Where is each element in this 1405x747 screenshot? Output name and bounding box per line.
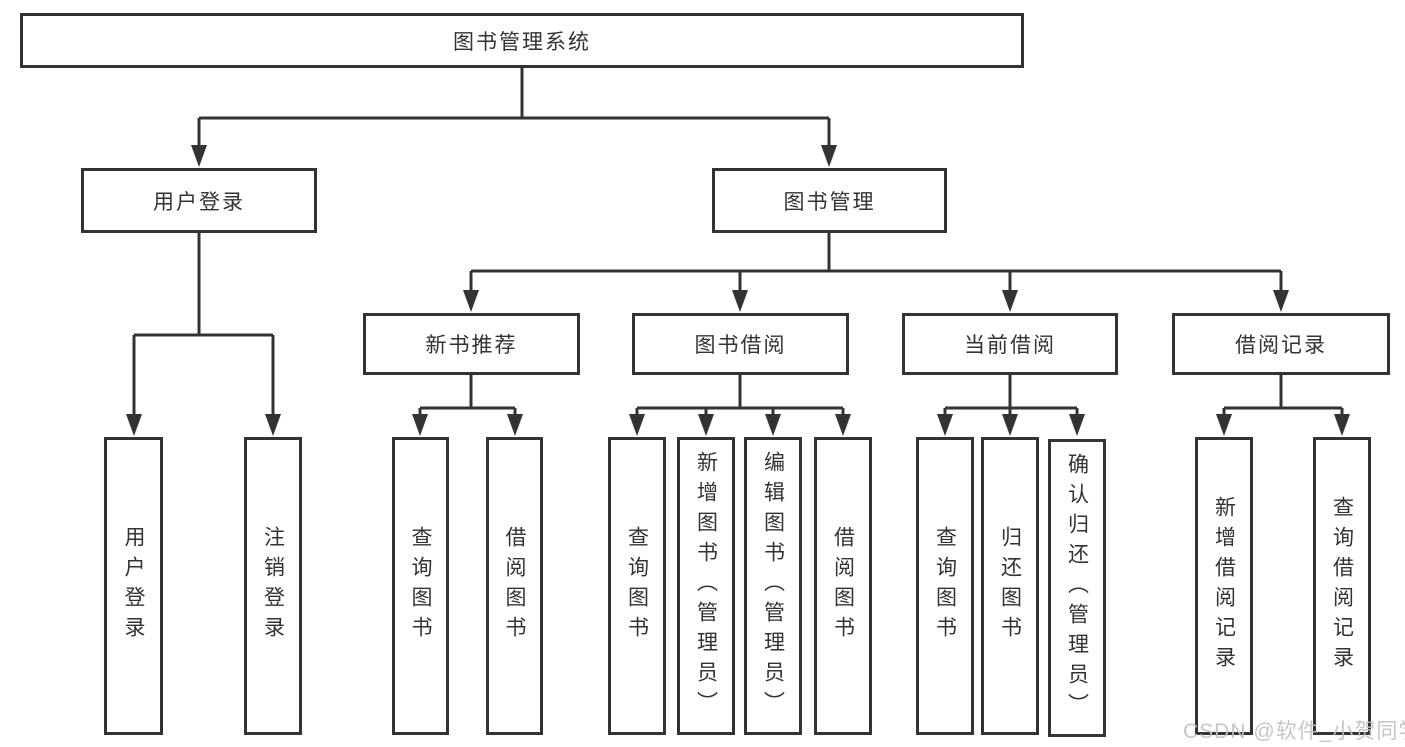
leaf-label: 查询图书 [625,526,649,646]
leaf-label: 新增借阅记录 [1212,496,1236,676]
leaf-logout: 注销登录 [244,437,302,735]
node-book-borrow: 图书借阅 [632,313,849,375]
leaf-label: 查询图书 [933,526,957,646]
node-new-book-recommend: 新书推荐 [363,313,580,375]
node-borrow-records: 借阅记录 [1172,313,1390,375]
leaf-label: 借阅图书 [503,526,527,646]
leaf-label: 借阅图书 [831,526,855,646]
leaf-add-book-admin: 新增图书（管理员） [677,437,735,735]
leaf-label: 确认归还（管理员） [1065,453,1089,723]
leaf-add-borrow-record: 新增借阅记录 [1195,437,1253,735]
leaf-label: 编辑图书（管理员） [761,451,785,721]
leaf-label: 注销登录 [261,526,285,646]
leaf-query-books-newbook: 查询图书 [392,437,449,735]
leaf-query-books-borrow: 查询图书 [608,437,666,735]
leaf-confirm-return-admin: 确认归还（管理员） [1048,439,1106,737]
leaf-borrow-books-newbook: 借阅图书 [486,437,543,735]
node-current-borrow: 当前借阅 [902,313,1118,375]
leaf-label: 归还图书 [998,526,1022,646]
leaf-edit-book-admin: 编辑图书（管理员） [744,437,802,735]
leaf-label: 查询借阅记录 [1330,496,1354,676]
leaf-borrow-books-borrow: 借阅图书 [814,437,872,735]
node-library-management-system: 图书管理系统 [20,13,1024,68]
leaf-label: 用户登录 [122,526,146,646]
leaf-query-borrow-record: 查询借阅记录 [1313,437,1371,735]
node-book-management: 图书管理 [712,168,947,233]
csdn-watermark: CSDN @软件_小贺同学 [1183,720,1405,743]
leaf-query-books-current: 查询图书 [916,437,974,735]
leaf-label: 新增图书（管理员） [694,451,718,721]
leaf-return-book: 归还图书 [981,437,1039,735]
node-user-login-group: 用户登录 [81,168,317,233]
leaf-user-login: 用户登录 [104,437,163,735]
leaf-label: 查询图书 [409,526,433,646]
